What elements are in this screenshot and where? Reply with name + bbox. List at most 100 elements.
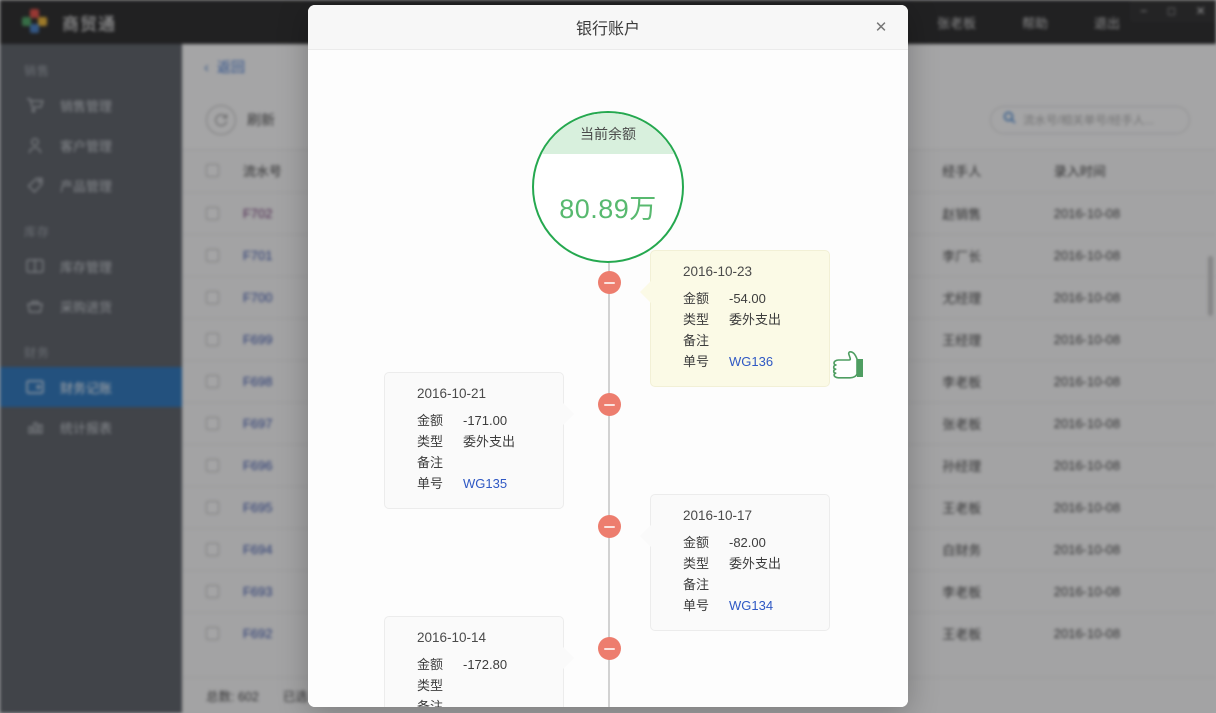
minimize-button[interactable]: −	[1140, 4, 1148, 18]
cell-time: 2016-10-08	[1053, 275, 1216, 318]
record-id-link[interactable]: F698	[242, 373, 273, 389]
row-checkbox[interactable]	[206, 416, 219, 430]
sidebar-label: 统计报表	[60, 420, 113, 436]
record-id-link[interactable]: F702	[242, 205, 273, 221]
back-link[interactable]: 返回	[217, 59, 245, 75]
cell-time: 2016-10-08	[1053, 317, 1216, 360]
refresh-button[interactable]: 刷新	[206, 104, 275, 135]
record-id-link[interactable]: F697	[242, 415, 273, 431]
row-checkbox[interactable]	[206, 500, 219, 514]
sidebar-label: 库存管理	[60, 259, 113, 275]
record-id-link[interactable]: F692	[242, 625, 273, 641]
row-checkbox-cell[interactable]	[182, 317, 243, 360]
record-id-link[interactable]: F700	[242, 289, 273, 305]
row-checkbox-cell[interactable]	[182, 569, 243, 612]
sidebar-label: 产品管理	[60, 178, 113, 194]
row-checkbox[interactable]	[206, 584, 219, 598]
minus-icon	[604, 647, 615, 650]
record-id-link[interactable]: F699	[242, 331, 273, 347]
app-logo: 商贸通	[0, 9, 182, 35]
column-header-time[interactable]: 录入时间	[1053, 164, 1106, 180]
sidebar-item-product-management[interactable]: 产品管理	[0, 165, 182, 205]
row-checkbox-cell[interactable]	[182, 191, 243, 234]
row-checkbox[interactable]	[206, 206, 219, 220]
cell-handler: 王经理	[942, 317, 1054, 360]
row-checkbox-cell[interactable]	[182, 611, 243, 654]
maximize-button[interactable]: □	[1167, 4, 1176, 18]
entry-note-row: 备注	[385, 452, 563, 473]
topnav-logout[interactable]: 退出	[1093, 15, 1120, 31]
row-checkbox[interactable]	[206, 290, 219, 304]
close-icon[interactable]: ✕	[874, 18, 888, 36]
column-header-handler[interactable]: 经手人	[942, 164, 982, 180]
cart-icon	[24, 95, 46, 115]
sidebar-item-finance-bookkeeping[interactable]: 财务记账	[0, 367, 182, 407]
entry-order-row: 单号 WG134	[651, 595, 829, 616]
row-checkbox[interactable]	[206, 248, 219, 262]
select-all-checkbox[interactable]	[206, 164, 219, 178]
timeline-node[interactable]	[598, 637, 621, 660]
select-all-checkbox-cell[interactable]	[182, 150, 243, 192]
row-checkbox[interactable]	[206, 458, 219, 472]
row-checkbox-cell[interactable]	[182, 275, 243, 318]
record-id-link[interactable]: F693	[242, 583, 273, 599]
sidebar-item-statistics-report[interactable]: 统计报表	[0, 407, 182, 447]
row-checkbox[interactable]	[206, 626, 219, 640]
record-id-link[interactable]: F695	[242, 499, 273, 515]
sidebar-item-customer-management[interactable]: 客户管理	[0, 125, 182, 165]
column-header-id[interactable]: 流水号	[242, 164, 282, 180]
cell-handler: 尤经理	[942, 275, 1054, 318]
entry-date: 2016-10-14	[417, 630, 487, 645]
sidebar-item-inventory-management[interactable]: 库存管理	[0, 246, 182, 286]
row-checkbox[interactable]	[206, 374, 219, 388]
row-checkbox-cell[interactable]	[182, 485, 243, 528]
total-label: 总数:	[206, 690, 235, 704]
row-checkbox-cell[interactable]	[182, 527, 243, 570]
entry-order-link[interactable]: WG136	[729, 354, 774, 369]
window-controls: − □ ✕	[1130, 0, 1216, 22]
cell-handler: 李厂长	[942, 233, 1054, 276]
close-window-button[interactable]: ✕	[1195, 4, 1206, 18]
entry-order-label: 单号	[683, 598, 710, 613]
entry-amount-value: -171.00	[463, 413, 508, 428]
entry-order-link[interactable]: WG134	[729, 598, 774, 613]
table-scrollbar[interactable]	[1208, 256, 1213, 706]
row-checkbox-cell[interactable]	[182, 401, 243, 444]
entry-note-label: 备注	[417, 455, 444, 470]
modal-title: 银行账户	[575, 21, 640, 38]
row-checkbox-cell[interactable]	[182, 443, 243, 486]
card-pointer-arrow	[562, 403, 574, 425]
search-input[interactable]: 流水号/相关单号/经手人...	[990, 105, 1190, 134]
sidebar-item-purchase[interactable]: 采购进货	[0, 286, 182, 326]
timeline-node[interactable]	[598, 271, 621, 294]
cell-time: 2016-10-08	[1053, 359, 1216, 402]
topnav-help[interactable]: 帮助	[1021, 15, 1048, 31]
sidebar-item-sales-management[interactable]: 销售管理	[0, 85, 182, 125]
record-id-link[interactable]: F696	[242, 457, 273, 473]
topnav-user[interactable]: 张老板	[936, 15, 976, 31]
app-name: 商贸通	[62, 14, 116, 34]
row-checkbox[interactable]	[206, 542, 219, 556]
row-checkbox[interactable]	[206, 332, 219, 346]
entry-amount-label: 金额	[417, 413, 444, 428]
scrollbar-thumb[interactable]	[1208, 256, 1213, 316]
book-icon	[24, 256, 46, 276]
entry-type-value: 委外支出	[729, 556, 782, 571]
record-id-link[interactable]: F694	[242, 541, 273, 557]
record-id-link[interactable]: F701	[242, 247, 273, 263]
cell-handler: 赵销售	[942, 191, 1054, 234]
row-checkbox-cell[interactable]	[182, 359, 243, 402]
row-checkbox-cell[interactable]	[182, 233, 243, 276]
entry-type-row: 类型委外支出	[651, 309, 829, 330]
entry-note-label: 备注	[683, 333, 710, 348]
timeline-node[interactable]	[598, 515, 621, 538]
card-pointer-arrow	[562, 647, 574, 669]
entry-order-link[interactable]: WG135	[463, 476, 508, 491]
timeline-node[interactable]	[598, 393, 621, 416]
